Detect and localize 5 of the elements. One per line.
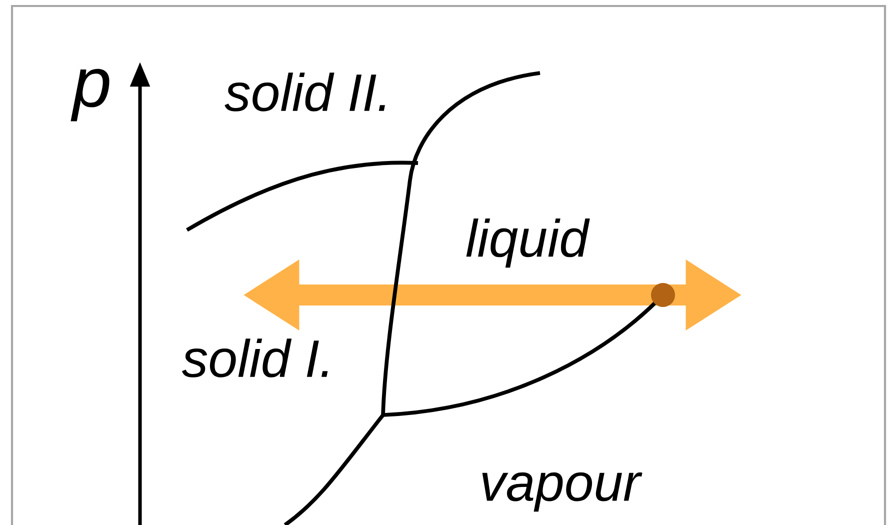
region-label: liquid — [466, 218, 590, 268]
region-label: solid I. — [182, 338, 328, 378]
region-label: vapour — [482, 472, 642, 512]
axis-label: p — [70, 68, 110, 122]
region-label: solid II. — [224, 72, 385, 112]
